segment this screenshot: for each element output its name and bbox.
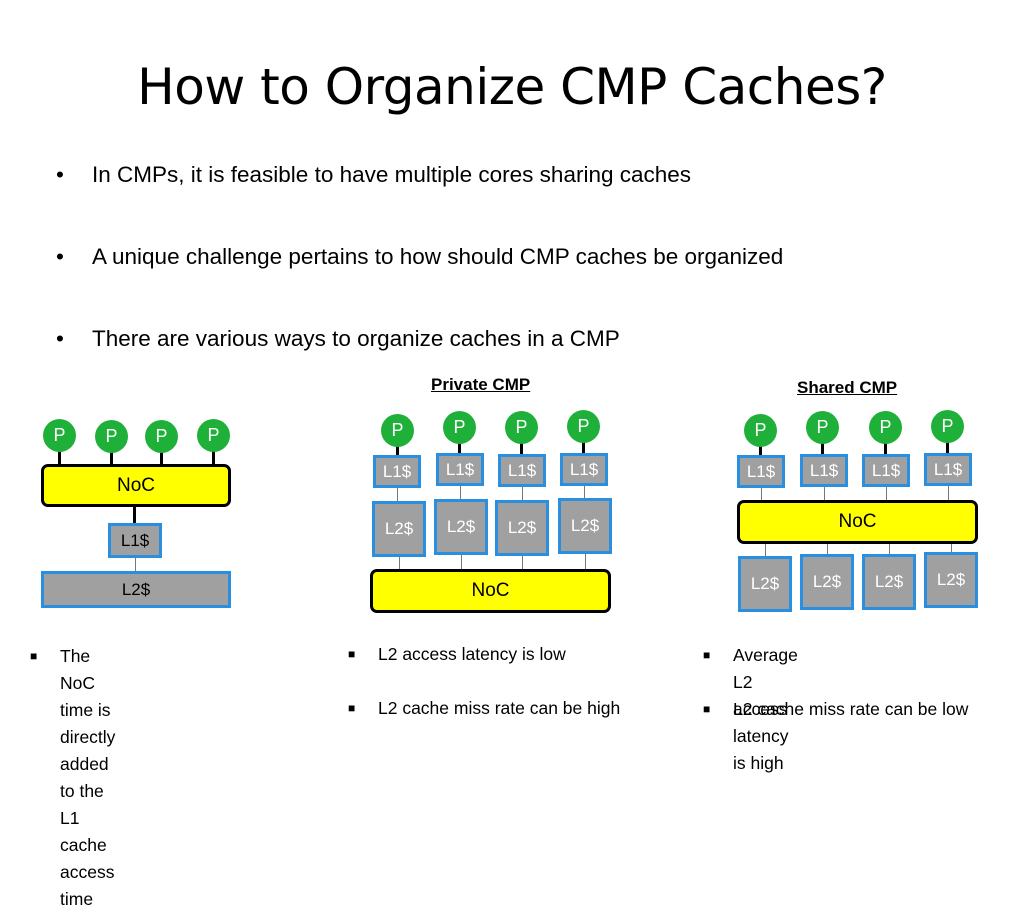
l1-cache: L1$	[737, 455, 785, 488]
processor-icon: P	[197, 419, 230, 452]
bullet-text: A unique challenge pertains to how shoul…	[92, 244, 784, 269]
l1-cache: L1$	[436, 453, 484, 486]
processor-icon: P	[505, 411, 538, 444]
note-text: L2 access latency is low	[378, 644, 566, 664]
l1-cache: L1$	[373, 455, 421, 488]
note-text: L2 cache miss rate can be low	[733, 699, 969, 719]
l2-to-noc-link	[522, 556, 523, 570]
processor-icon: P	[43, 419, 76, 452]
processor-icon: P	[931, 410, 964, 443]
l2-cache: L2$	[372, 501, 426, 557]
processor-link	[759, 444, 762, 457]
private-cmp-heading: Private CMP	[431, 375, 531, 394]
note-square-icon: ■	[348, 701, 356, 715]
l1-to-noc-link	[886, 487, 887, 500]
processor-icon: P	[145, 420, 178, 453]
processor-link	[884, 441, 887, 456]
bullet-text: In CMPs, it is feasible to have multiple…	[92, 162, 692, 187]
note-text: The NoC time is directly added to the L1…	[60, 643, 115, 913]
l1-to-l2-link	[397, 488, 398, 501]
l1-to-l2-link	[460, 486, 461, 499]
l2-cache: L2$	[41, 571, 231, 608]
processor-link	[458, 441, 461, 455]
processor-link	[821, 441, 824, 456]
l1-cache: L1$	[800, 454, 848, 487]
l1-cache: L1$	[108, 523, 162, 558]
processor-link	[212, 449, 215, 466]
l1-to-l2-link	[135, 558, 136, 572]
processor-icon: P	[381, 414, 414, 447]
l2-cache: L2$	[434, 499, 488, 555]
l1-to-noc-link	[948, 486, 949, 500]
l1-to-noc-link	[761, 488, 762, 500]
l2-to-noc-link	[461, 555, 462, 570]
bullet-dot-icon: •	[56, 326, 64, 351]
l1-cache: L1$	[560, 453, 608, 486]
noc-to-l2-link	[889, 543, 890, 554]
processor-link	[110, 450, 113, 466]
l2-cache: L2$	[924, 552, 978, 608]
processor-icon: P	[744, 414, 777, 447]
l1-cache: L1$	[498, 454, 546, 487]
processor-link	[160, 450, 163, 466]
noc-to-l2-link	[765, 543, 766, 556]
noc-to-l2-link	[827, 543, 828, 554]
l1-to-noc-link	[824, 487, 825, 500]
noc-block: NoC	[370, 569, 611, 613]
processor-icon: P	[567, 410, 600, 443]
noc-to-l2-link	[951, 543, 952, 552]
processor-icon: P	[443, 411, 476, 444]
l1-to-l2-link	[522, 487, 523, 500]
note-square-icon: ■	[30, 649, 38, 663]
note-square-icon: ■	[703, 702, 711, 716]
note-line: The NoC time is directly added to the L1…	[60, 646, 116, 909]
noc-block: NoC	[41, 464, 231, 507]
l2-cache: L2$	[558, 498, 612, 554]
processor-link	[396, 444, 399, 457]
processor-link	[946, 440, 949, 455]
processor-link	[520, 441, 523, 456]
processor-link	[582, 440, 585, 455]
l2-to-noc-link	[585, 554, 586, 570]
l2-cache: L2$	[495, 500, 549, 556]
processor-icon: P	[806, 411, 839, 444]
bullet-dot-icon: •	[56, 162, 64, 187]
l2-cache: L2$	[862, 554, 916, 610]
l1-cache: L1$	[862, 454, 910, 487]
l2-cache: L2$	[738, 556, 792, 612]
note-square-icon: ■	[703, 648, 711, 662]
l1-to-l2-link	[584, 486, 585, 498]
note-square-icon: ■	[348, 647, 356, 661]
l2-cache: L2$	[800, 554, 854, 610]
noc-block: NoC	[737, 500, 978, 544]
processor-link	[58, 449, 61, 466]
note-text: L2 cache miss rate can be high	[378, 698, 621, 718]
bullet-text: There are various ways to organize cache…	[92, 326, 620, 351]
processor-icon: P	[95, 420, 128, 453]
l1-cache: L1$	[924, 453, 972, 486]
slide-title: How to Organize CMP Caches?	[137, 58, 887, 116]
bullet-dot-icon: •	[56, 244, 64, 269]
processor-icon: P	[869, 411, 902, 444]
shared-cmp-heading: Shared CMP	[797, 378, 898, 397]
noc-to-l1-link	[133, 506, 136, 526]
l2-to-noc-link	[399, 557, 400, 570]
